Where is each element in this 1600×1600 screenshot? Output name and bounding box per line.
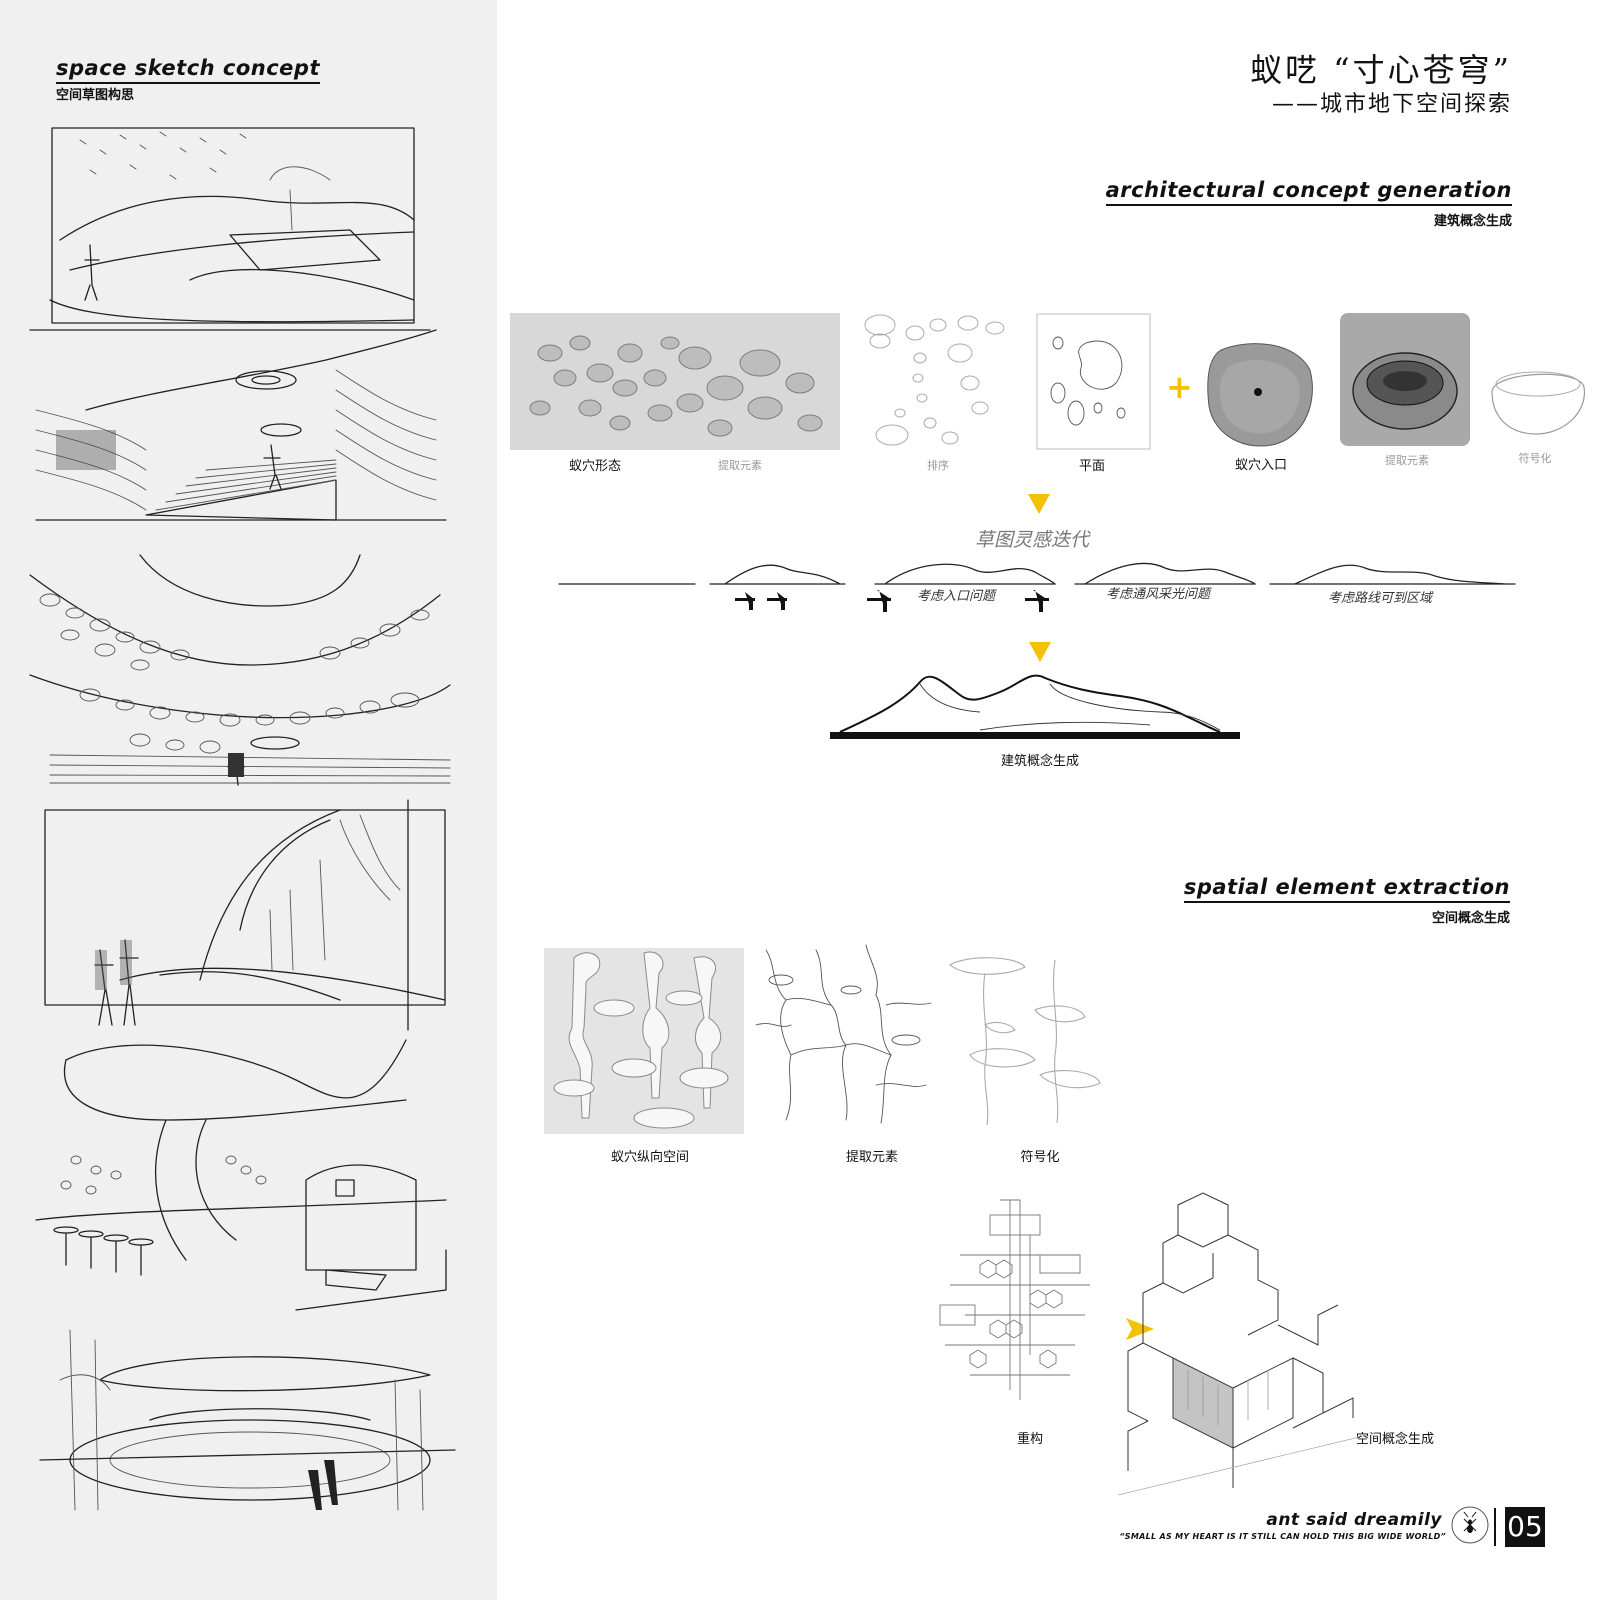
symbolized-vertical-elements (949, 957, 1101, 1126)
caption-reconstruction: 重构 (1016, 1432, 1043, 1447)
profile-note-ventilation: 考虑通风采光问题 (1106, 587, 1211, 602)
caption-extract-3: 提取元素 (845, 1150, 898, 1165)
left-sketch-panel: space sketch concept 空间草图构思 (0, 0, 497, 1600)
profile-note-entrance: 考虑入口问题 (917, 589, 996, 604)
symbolized-entrance (1491, 371, 1585, 435)
reconstruction-diagram (939, 1199, 1090, 1400)
sketch-5-interior (35, 1039, 447, 1311)
sketch-4-walkway (44, 799, 446, 1031)
footer-brand: ant said dreamily (1266, 1510, 1442, 1530)
caption-extract-1: 提取元素 (718, 459, 762, 472)
caption-ant-nest-form: 蚁穴形态 (568, 459, 621, 474)
ant-nest-entrance-photo (1207, 343, 1313, 447)
final-building-profile (830, 674, 1240, 739)
footer-tagline: “SMALL AS MY HEART IS IT STILL CAN HOLD … (1119, 1532, 1446, 1541)
ant-nest-photo (510, 313, 840, 450)
profile-note-route: 考虑路线可到区域 (1328, 591, 1433, 606)
sketch-1-landscape (29, 127, 431, 331)
vertical-nest-photo (544, 948, 744, 1134)
extracted-entrance-photo (1340, 313, 1470, 446)
caption-extract-2: 提取元素 (1385, 454, 1429, 467)
section2-heading-cn: 空间概念生成 (1431, 911, 1510, 926)
section1-heading-en: architectural concept generation (1105, 178, 1512, 206)
extracted-ellipses-diagram (864, 314, 1005, 446)
arrow-down-icon (1028, 494, 1050, 514)
section2-heading: spatial element extraction 空间概念生成 (1183, 875, 1510, 926)
sketch-6-pavilion (39, 1329, 456, 1511)
caption-spatial-concept: 空间概念生成 (1355, 1432, 1434, 1447)
iteration-note: 草图灵感迭代 (975, 529, 1090, 551)
footer-divider (1494, 1508, 1496, 1546)
title-block: 蚁呓 “寸心苍穹” ——城市地下空间探索 (1250, 50, 1512, 120)
caption-plan: 平面 (1078, 459, 1105, 474)
section1-heading: architectural concept generation 建筑概念生成 (1105, 178, 1512, 229)
caption-symbolize-1: 符号化 (1518, 452, 1552, 465)
spatial-concept-axonometric (1117, 1192, 1369, 1496)
left-heading-en: space sketch concept (56, 56, 320, 84)
project-subtitle: ——城市地下空间探索 (1271, 92, 1512, 117)
plan-diagram (1036, 313, 1151, 450)
extracted-vertical-elements (755, 944, 932, 1124)
sketch-2-stairs (35, 329, 447, 521)
caption-final-concept: 建筑概念生成 (1000, 754, 1079, 769)
caption-vertical-space: 蚁穴纵向空间 (610, 1150, 689, 1165)
caption-symbolize-2: 符号化 (1020, 1150, 1060, 1165)
section1-heading-cn: 建筑概念生成 (1433, 214, 1512, 229)
arrow-right-icon (1126, 1318, 1154, 1340)
caption-sequence: 排序 (927, 459, 949, 472)
arrow-down-icon-2 (1029, 642, 1051, 662)
caption-ant-nest-entrance: 蚁穴入口 (1234, 458, 1287, 473)
profile-iterations (558, 562, 1516, 612)
sketch-3-cave-plan (29, 554, 451, 786)
page-number: 05 (1505, 1507, 1545, 1547)
project-title: 蚁呓 “寸心苍穹” (1250, 51, 1512, 89)
section2-heading-en: spatial element extraction (1183, 875, 1510, 903)
ant-logo-icon (1451, 1506, 1489, 1544)
left-heading-cn: 空间草图构思 (56, 88, 135, 103)
plus-sign: + (1166, 368, 1193, 406)
